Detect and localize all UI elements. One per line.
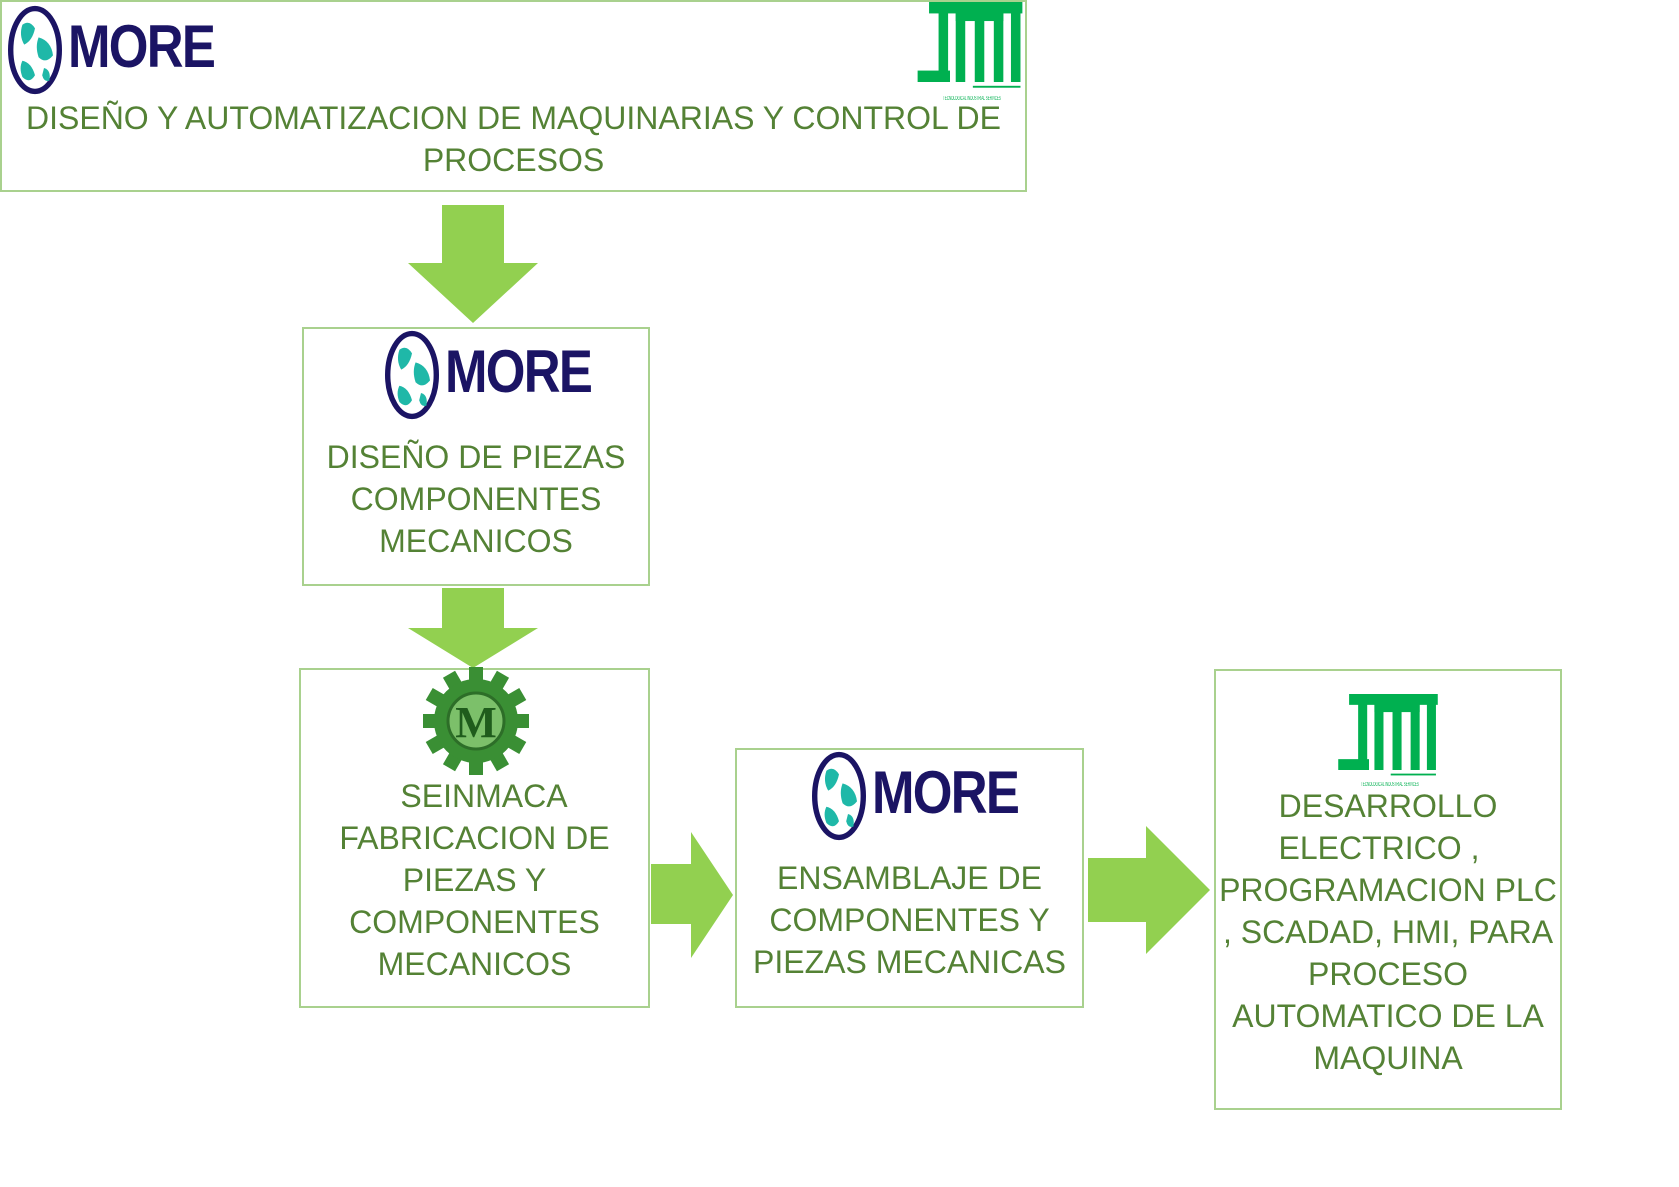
electrical-line-1: DESARROLLO [1278,788,1498,824]
arrow-down-2 [408,588,538,668]
more-logo-text: MORE [445,338,593,405]
design-line-3: MECANICOS [379,523,573,559]
assembly-line-3: PIEZAS MECANICAS [753,944,1066,980]
more-logo-text: MORE [872,759,1020,826]
arrow-right-2 [1088,826,1210,954]
fabrication-line-5: MECANICOS [377,946,572,982]
electrical-line-2: ELECTRICO , [1278,830,1480,866]
tis-caption: TECNOLOGICAL INDUSTRIAL SERVICES [1361,782,1419,788]
more-logo-design: MORE [385,330,593,422]
assembly-box [735,748,1084,1008]
top-process-line-2: PROCESOS [422,142,605,178]
top-process-line-1: DISEÑO Y AUTOMATIZACION DE MAQUINARIAS Y… [26,100,1001,136]
tis-caption: TECNOLOGICAL INDUSTRIAL SERVICES [943,96,1001,102]
electrical-line-7: MAQUINA [1313,1040,1463,1076]
gear-letter: M [455,698,497,747]
fabrication-line-2: FABRICACION DE [339,820,610,856]
electrical-line-4: , SCADAD, HMI, PARA [1222,914,1554,950]
assembly-line-1: ENSAMBLAJE DE [777,860,1042,896]
fabrication-line-3: PIEZAS Y [402,862,547,898]
tis-icon [917,2,1023,88]
arrow-down-1 [408,205,538,323]
tis-logo-top: TECNOLOGICAL INDUSTRIAL SERVICES [915,2,1027,108]
fabrication-line-4: COMPONENTES [349,904,600,940]
tis-logo-electrical: TECNOLOGICAL INDUSTRIAL SERVICES [1333,694,1445,794]
arrow-right-1 [651,832,733,958]
fabrication-line-1: SEINMACA [400,778,568,814]
more-logo-top: MORE [8,5,216,95]
electrical-box [1214,669,1562,1110]
electrical-line-6: AUTOMATICO DE LA [1232,998,1544,1034]
assembly-line-2: COMPONENTES Y [769,902,1050,938]
electrical-line-3: PROGRAMACION PLC [1219,872,1557,908]
gear-logo: M [423,667,529,775]
design-line-2: COMPONENTES [350,481,602,517]
more-logo-assembly: MORE [812,751,1020,843]
electrical-line-5: PROCESO [1307,956,1469,992]
design-box [302,327,650,586]
design-line-1: DISEÑO DE PIEZAS [326,439,626,475]
top-process-box [0,0,1027,192]
tis-icon [1338,694,1438,776]
more-logo-text: MORE [68,13,216,80]
